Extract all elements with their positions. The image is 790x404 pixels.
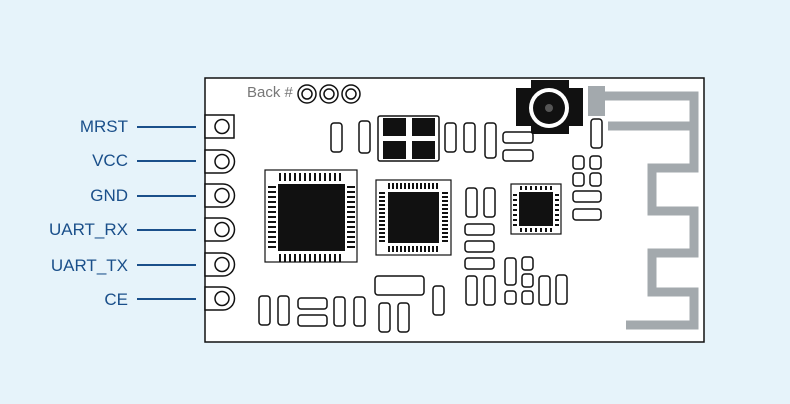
back-test-pad-label: Back # (247, 84, 293, 101)
crystal-oscillator-icon (377, 115, 440, 162)
back-test-pads (297, 84, 361, 104)
pin-label-vcc: VCC (92, 151, 128, 170)
pin-leader-lines (137, 126, 196, 300)
qfn-chip-icon-small (510, 183, 562, 235)
ipex-antenna-connector-icon (516, 80, 583, 134)
pin-label-mrst: MRST (79, 117, 128, 136)
pin-label-gnd: GND (90, 186, 128, 205)
pin-header-pads (204, 114, 236, 311)
pcb-antenna-trace-icon (588, 86, 699, 330)
qfp-chip-icon-medium (375, 179, 452, 256)
qfp-chip-icon-large (264, 169, 358, 263)
pin-label-uart-rx: UART_RX (48, 220, 128, 239)
passive-components (258, 118, 603, 333)
pin-label-uart-tx: UART_TX (50, 256, 128, 275)
pin-label-ce: CE (104, 290, 128, 309)
